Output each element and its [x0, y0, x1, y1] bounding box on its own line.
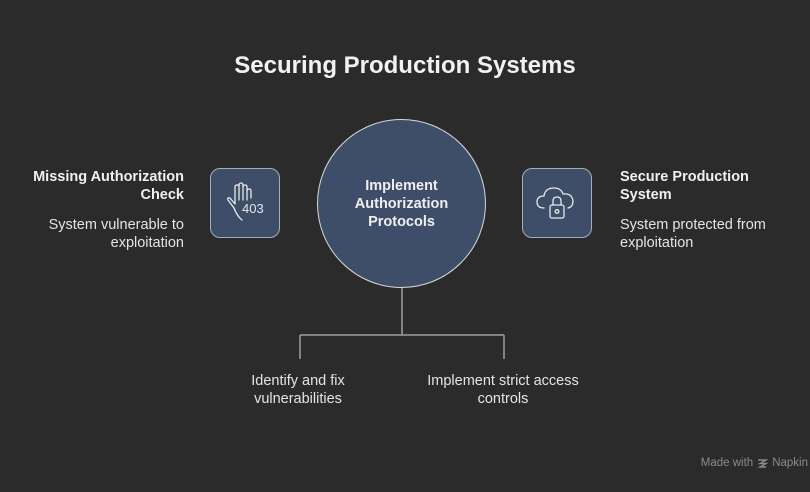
branch-item: Implement strict access controls	[427, 373, 579, 407]
icon-code-text: 403	[242, 201, 264, 216]
solution-description: System protected from exploitation	[620, 217, 766, 251]
problem-description: System vulnerable to exploitation	[48, 217, 184, 251]
watermark-brand: Napkin	[772, 457, 808, 469]
problem-icon-box: 403	[210, 168, 280, 238]
solution-block: Secure Production System System protecte…	[620, 168, 795, 252]
watermark: Made with Napkin	[701, 457, 810, 469]
branch-item: Identify and fix vulnerabilities	[251, 373, 345, 407]
problem-heading: Missing Authorization Check	[33, 169, 184, 203]
hand-403-icon: 403	[227, 182, 264, 221]
problem-block: Missing Authorization Check System vulne…	[20, 168, 184, 252]
central-node: Implement Authorization Protocols	[317, 119, 486, 288]
napkin-logo-icon	[757, 458, 769, 468]
central-node-label: Implement Authorization Protocols	[354, 177, 449, 230]
solution-heading: Secure Production System	[620, 169, 749, 203]
cloud-lock-icon	[536, 187, 574, 219]
watermark-prefix: Made with	[700, 457, 754, 469]
solution-icon-box	[522, 168, 592, 238]
diagram-title: Securing Production Systems	[234, 52, 576, 79]
